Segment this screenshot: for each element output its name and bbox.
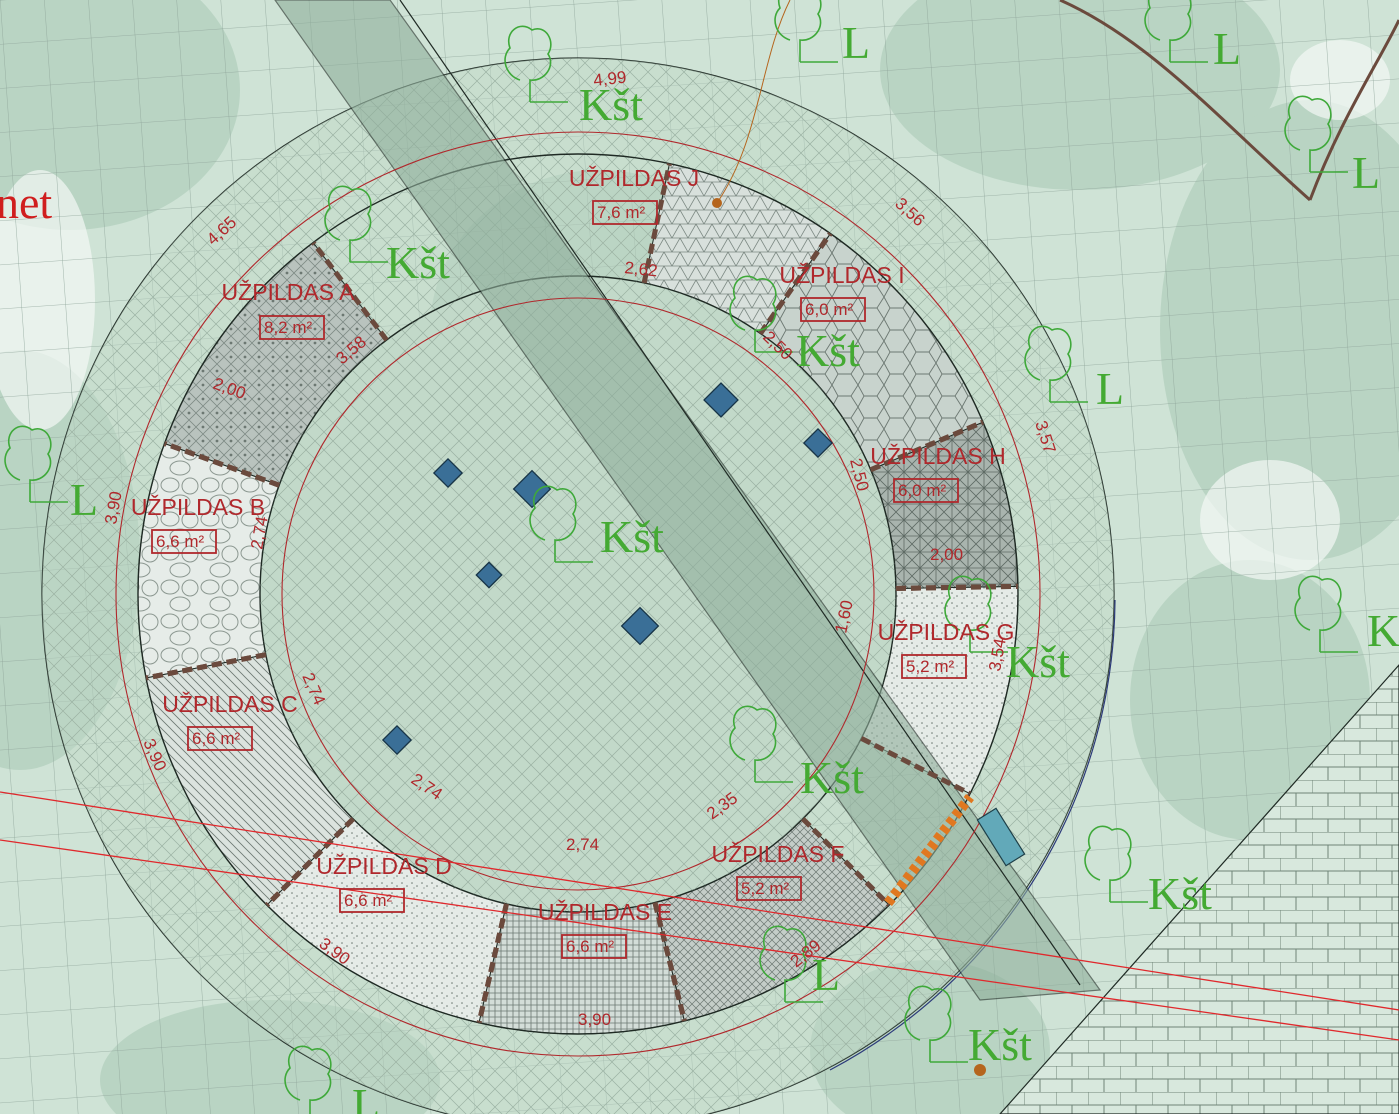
sector-divider: [860, 736, 972, 796]
marker-point: [974, 1064, 986, 1076]
stone: [620, 606, 660, 646]
zone-area-a: 8,2 m²: [264, 318, 313, 337]
zone-area-g: 5,2 m²: [906, 657, 955, 676]
sector-divider: [163, 441, 281, 488]
tree-labels: Kšt L L L Kšt Kšt L L Kšt K Kšt Kšt Kšt …: [70, 17, 1399, 1114]
zone-label-j: UŽPILDAS J: [569, 165, 699, 191]
sector-divider: [869, 419, 984, 473]
tree-label-l: L: [1213, 23, 1241, 74]
path-edge-line: [399, 0, 1081, 986]
zone-area-box: [561, 934, 627, 959]
zone-labels: UŽPILDAS A 8,2 m² UŽPILDAS B 6,6 m² UŽPILDAS…: [131, 165, 1015, 959]
tree-label-l: L: [812, 949, 840, 1000]
outer-ring-blue-edge: [829, 599, 1116, 1071]
stone: [512, 469, 552, 509]
sector-divider: [145, 652, 267, 681]
zone-area-i: 6,0 m²: [805, 300, 854, 319]
dim-radial-hg: 2,00: [930, 545, 963, 564]
zone-label-a: UŽPILDAS A: [222, 279, 356, 305]
zone-area-box: [151, 529, 217, 554]
sector-divider: [758, 232, 833, 335]
zone-area-h: 6,0 m²: [898, 481, 947, 500]
stones: [381, 382, 834, 756]
zone-area-c: 6,6 m²: [192, 729, 241, 748]
sector-divider: [895, 583, 1018, 591]
zone-label-f: UŽPILDAS F: [712, 841, 845, 867]
tree-label-kst: Kšt: [1148, 868, 1212, 919]
tree-label-kst: Kšt: [600, 511, 664, 562]
zone-area-box: [736, 876, 802, 901]
zone-area-box: [893, 478, 959, 503]
zone-area-box: [800, 297, 866, 322]
tree-label-l: L: [352, 1079, 380, 1114]
zone-label-e: UŽPILDAS E: [538, 899, 672, 925]
tree-label-kst: Kšt: [579, 79, 643, 130]
zone-label-h: UŽPILDAS H: [870, 443, 1005, 469]
zone-area-e: 6,6 m²: [566, 937, 615, 956]
dimension-arcs: [115, 131, 1041, 1057]
sector-divider: [801, 817, 891, 907]
zone-area-f: 5,2 m²: [741, 879, 790, 898]
zone-area-d: 6,6 m²: [344, 891, 393, 910]
zone-label-i: UŽPILDAS I: [779, 262, 904, 288]
sector-divider: [476, 903, 509, 1024]
fill-ring-outer-edge: [137, 153, 1019, 1035]
zone-label-b: UŽPILDAS B: [131, 494, 265, 520]
tree-label-l: L: [70, 474, 98, 525]
tree-label-l: L: [1096, 363, 1124, 414]
zone-area-box: [339, 888, 405, 913]
dim-outer-south: 3,90: [578, 1010, 611, 1029]
sector-divider: [652, 901, 687, 1022]
sector-dividers: [145, 163, 1018, 1024]
stone: [381, 724, 413, 756]
tree-label-kst: Kšt: [796, 325, 860, 376]
tree-label-kst: Kšt: [968, 1019, 1032, 1070]
dim-inner-j: 2,62: [624, 258, 659, 280]
tree-label-l: L: [1352, 147, 1380, 198]
zone-area-b: 6,6 m²: [156, 532, 205, 551]
dim-outer-top: 4,99: [592, 68, 627, 90]
stone: [802, 427, 834, 459]
zone-area-box: [901, 654, 967, 679]
zone-area-j: 7,6 m²: [597, 203, 646, 222]
stone: [475, 561, 503, 589]
tree-label-kst: Kšt: [800, 752, 864, 803]
tree-label-l: L: [842, 17, 870, 68]
zone-area-box: [187, 726, 253, 751]
stone: [432, 457, 464, 489]
paving-area: [999, 664, 1399, 1114]
tree-label-kst: Kšt: [1006, 636, 1070, 687]
inner-circle-hatch: [260, 276, 896, 912]
zone-area-box: [592, 200, 658, 225]
gate-marker: [884, 793, 974, 907]
sector-divider: [265, 817, 355, 907]
tree-label-kst: Kšt: [386, 237, 450, 288]
title-fragment: net: [0, 177, 52, 228]
utility-lines: [0, 791, 1399, 1041]
dim-inner-e: 2,74: [566, 835, 599, 854]
stone: [703, 382, 739, 418]
sector-divider: [311, 241, 389, 342]
diagonal-path: [274, 0, 1102, 1001]
marker-line: [716, 0, 791, 204]
zone-area-box: [259, 315, 325, 340]
zone-label-d: UŽPILDAS D: [316, 853, 451, 879]
zone-label-g: UŽPILDAS G: [878, 619, 1015, 645]
tree-label-k: K: [1367, 605, 1399, 656]
bench: [976, 807, 1026, 867]
zone-label-c: UŽPILDAS C: [162, 691, 297, 717]
